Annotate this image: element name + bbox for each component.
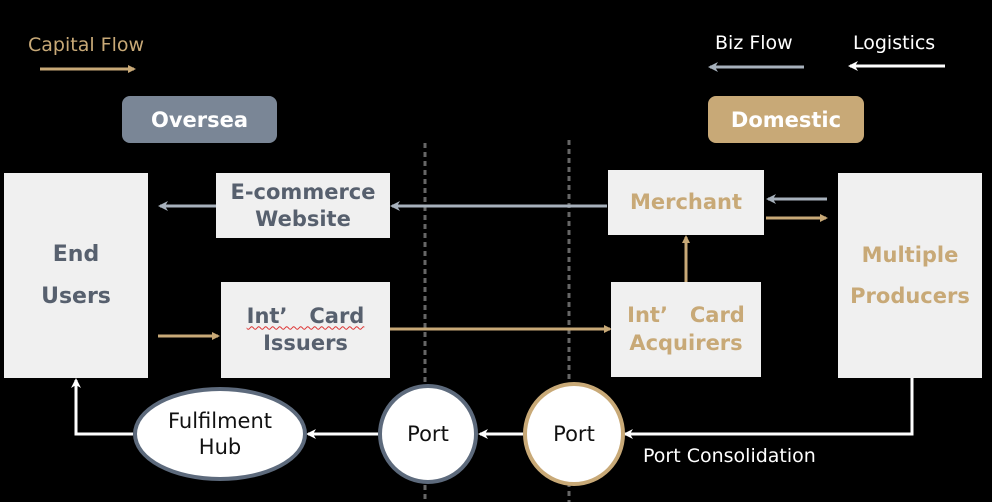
end-users-label-line2: Users <box>41 283 111 309</box>
region-oversea-badge: Oversea <box>122 96 277 143</box>
legend-logistics: Logistics <box>853 32 936 54</box>
issuers-label-line2: Issuers <box>263 331 348 355</box>
port-oversea-label: Port <box>407 421 449 446</box>
port-consolidation-label: Port Consolidation <box>643 445 816 467</box>
card-acquirers-box: Int’ Card Acquirers <box>611 282 761 377</box>
merchant-label: Merchant <box>629 189 743 214</box>
ecommerce-website-box: E-commerce Website <box>216 173 390 238</box>
arrow-hub-to-users <box>71 378 133 436</box>
hub-label-line2: Hub <box>198 435 242 459</box>
hub-label-line1: Fulfilment <box>167 408 273 433</box>
issuers-label-line1: Int’ Card <box>246 303 365 328</box>
end-users-box: End Users <box>4 173 148 378</box>
fulfilment-hub-node: Fulfilment Hub <box>133 387 307 481</box>
port-domestic-label: Port <box>553 421 595 446</box>
arrow-producers-to-port-domestic <box>623 378 914 439</box>
merchant-box: Merchant <box>608 170 764 235</box>
legend-capital-flow: Capital Flow <box>28 34 145 56</box>
ecommerce-label-line1: E-commerce <box>230 180 376 205</box>
region-domestic-badge: Domestic <box>708 96 864 143</box>
producers-label-line1: Multiple <box>861 242 959 267</box>
acquirers-label-line2: Acquirers <box>629 330 743 355</box>
ecommerce-label-line2: Website <box>255 206 351 231</box>
producers-label-line2: Producers <box>850 283 970 308</box>
multiple-producers-box: Multiple Producers <box>838 173 982 378</box>
port-domestic-node: Port <box>523 382 625 486</box>
port-oversea-node: Port <box>378 384 478 484</box>
legend-biz-flow: Biz Flow <box>715 32 793 54</box>
acquirers-label-line1: Int’ Card <box>627 303 745 328</box>
end-users-label-line1: End <box>52 241 100 267</box>
card-issuers-box: Int’ Card Issuers <box>221 282 390 378</box>
